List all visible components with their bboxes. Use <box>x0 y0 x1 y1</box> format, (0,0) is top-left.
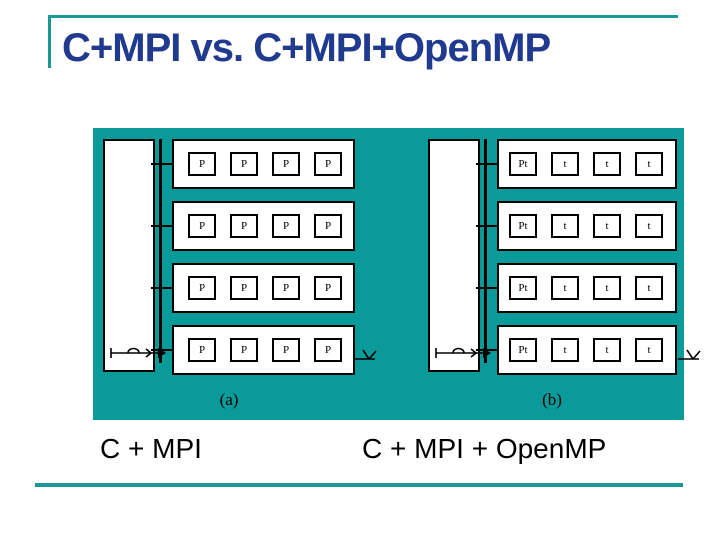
process-box: P <box>272 338 300 362</box>
network-link-icon <box>354 349 377 360</box>
process-group-box: P P P P <box>172 325 355 375</box>
caption-c-mpi-openmp: C + MPI + OpenMP <box>362 433 607 464</box>
slide-title: C+MPI vs. C+MPI+OpenMP <box>62 26 551 70</box>
process-box: P <box>188 152 216 176</box>
process-box: P <box>188 338 216 362</box>
thread-box: t <box>593 214 621 238</box>
thread-box: t <box>551 152 579 176</box>
caption-c-mpi: C + MPI <box>100 433 202 464</box>
message-arrow-icon <box>435 347 491 358</box>
footer-divider-line <box>35 483 683 487</box>
process-box: P <box>230 152 258 176</box>
interconnect-line <box>159 139 162 363</box>
thread-box: t <box>593 338 621 362</box>
process-box: P <box>314 152 342 176</box>
network-link-icon <box>678 349 701 360</box>
process-group-box: P P P P <box>172 263 355 313</box>
thread-box: t <box>551 276 579 300</box>
process-group-box: P P P P <box>172 139 355 189</box>
process-thread-box: Pt <box>509 152 537 176</box>
thread-box: t <box>635 338 663 362</box>
title-bracket-horizontal-line <box>48 15 678 18</box>
connector-tick <box>151 287 172 289</box>
thread-box: t <box>635 214 663 238</box>
connector-tick <box>151 349 172 351</box>
thread-group-box: Pt t t t <box>497 325 677 375</box>
connector-tick <box>476 163 497 165</box>
thread-box: t <box>593 152 621 176</box>
thread-group-box: Pt t t t <box>497 263 677 313</box>
process-box: P <box>272 152 300 176</box>
process-box: P <box>314 338 342 362</box>
process-group-box: P P P P <box>172 201 355 251</box>
thread-group-box: Pt t t t <box>497 201 677 251</box>
process-box: P <box>314 214 342 238</box>
connector-tick <box>151 163 172 165</box>
connector-tick <box>151 225 172 227</box>
thread-box: t <box>635 152 663 176</box>
process-thread-box: Pt <box>509 214 537 238</box>
thread-box: t <box>635 276 663 300</box>
figure-caption-b: (b) <box>542 390 562 409</box>
message-arrow-icon <box>110 347 166 358</box>
connector-tick <box>476 225 497 227</box>
thread-box: t <box>551 214 579 238</box>
figure-image: P P P P P P P P P P P P P P P P <box>93 128 701 420</box>
connector-tick <box>476 349 497 351</box>
thread-group-box: Pt t t t <box>497 139 677 189</box>
interconnect-line <box>484 139 487 363</box>
process-box: P <box>272 214 300 238</box>
process-box: P <box>188 214 216 238</box>
process-thread-box: Pt <box>509 338 537 362</box>
process-box: P <box>230 214 258 238</box>
process-thread-box: Pt <box>509 276 537 300</box>
process-box: P <box>230 338 258 362</box>
process-box: P <box>272 276 300 300</box>
figure-caption-a: (a) <box>219 390 239 409</box>
connector-tick <box>476 287 497 289</box>
node-box <box>103 139 155 372</box>
process-box: P <box>230 276 258 300</box>
title-bracket-vertical-line <box>48 15 51 68</box>
process-box: P <box>188 276 216 300</box>
thread-box: t <box>551 338 579 362</box>
thread-box: t <box>593 276 621 300</box>
node-box <box>428 139 480 372</box>
process-box: P <box>314 276 342 300</box>
